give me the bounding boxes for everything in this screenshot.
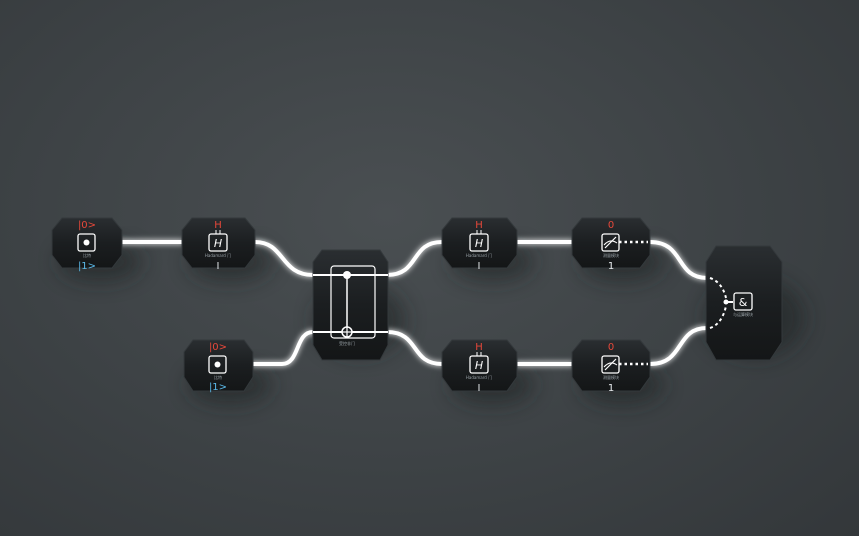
hadamard-gate-module-2[interactable]: H H Hadamard 门 I xyxy=(441,217,518,272)
wire-q2-cnot xyxy=(251,330,315,366)
m1-top-label: 0 xyxy=(608,220,614,231)
m2-top-label: 0 xyxy=(608,342,614,353)
qubit-source-module-2[interactable]: |0> 比特 |1> xyxy=(183,339,254,393)
h1-top-label: H xyxy=(214,220,222,231)
module-shadows xyxy=(58,242,805,405)
m1-caption: 测量模块 xyxy=(603,252,619,258)
h2-top-label: H xyxy=(475,220,483,231)
h2-bottom-label: I xyxy=(478,261,481,272)
h3-caption: Hadamard 门 xyxy=(466,374,492,380)
wire-h1-cnot xyxy=(253,240,315,277)
hadamard-gate-icon xyxy=(469,233,489,252)
wire-cnot-h2 xyxy=(385,240,444,277)
qubit1-caption: 比特 xyxy=(83,252,91,258)
m2-caption: 测量模块 xyxy=(603,374,619,380)
cnot-gate-module[interactable]: 受控非门 xyxy=(312,249,389,361)
and-glyph: & xyxy=(739,296,748,309)
wires xyxy=(118,240,709,366)
qubit-source-icon xyxy=(208,355,227,374)
cnot-caption: 受控非门 xyxy=(339,340,355,346)
qubit-source-module-1[interactable]: |0> 比特 |1> xyxy=(51,217,123,272)
h3-bottom-label: I xyxy=(478,383,481,394)
and-logic-module[interactable]: & 与运算模块 xyxy=(705,245,783,361)
qubit1-state-one: |1> xyxy=(78,261,96,272)
h1-glyph: H xyxy=(214,237,222,250)
hadamard-gate-icon xyxy=(469,355,489,374)
qubit-dot xyxy=(214,361,221,368)
h3-glyph: H xyxy=(475,359,483,372)
h2-glyph: H xyxy=(475,237,483,250)
qubit2-caption: 比特 xyxy=(214,374,222,380)
measurement-module-1[interactable]: 0 测量模块 1 xyxy=(571,217,651,272)
h1-bottom-label: I xyxy=(217,261,220,272)
h2-caption: Hadamard 门 xyxy=(466,252,492,258)
h1-caption: Hadamard 门 xyxy=(205,252,231,258)
qubit1-state-zero: |0> xyxy=(78,220,96,231)
cnot-gate-icon xyxy=(330,265,376,339)
and-caption: 与运算模块 xyxy=(733,311,753,317)
measurement-module-2[interactable]: 0 测量模块 1 xyxy=(571,339,651,394)
wire-m1-and xyxy=(648,240,709,280)
m1-bottom-label: 1 xyxy=(608,261,614,272)
control-dot xyxy=(343,271,351,279)
qubit2-state-one: |1> xyxy=(209,382,227,393)
qubit-dot xyxy=(83,239,90,246)
m2-bottom-label: 1 xyxy=(608,383,614,394)
and-logic-icon xyxy=(733,292,753,311)
wire-m2-and xyxy=(648,326,709,366)
qubit2-state-zero: |0> xyxy=(209,342,227,353)
hadamard-gate-module-1[interactable]: H H Hadamard 门 I xyxy=(181,217,256,272)
hadamard-gate-icon xyxy=(208,233,228,252)
wire-cnot-h3 xyxy=(385,330,444,366)
hadamard-gate-module-3[interactable]: H H Hadamard 门 I xyxy=(441,339,518,394)
qubit-source-icon xyxy=(77,233,96,252)
h3-top-label: H xyxy=(475,342,483,353)
